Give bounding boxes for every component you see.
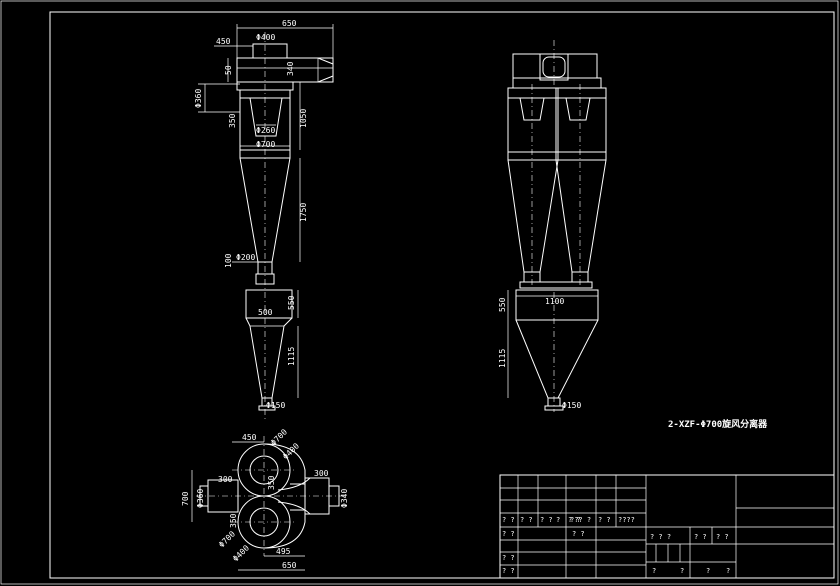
tb-r1-c2: ? ? [520, 516, 533, 524]
front-hopper-box [245, 289, 293, 319]
dim-plan-d700-top: Φ700 [269, 427, 289, 447]
tb-r2-c1: ? ? [502, 530, 515, 538]
dim-plan-d400-bottom: Φ400 [231, 543, 251, 563]
dim-550-side: 550 [498, 297, 507, 312]
dim-550-front: 550 [287, 295, 296, 310]
tb-rb-3: ? [706, 567, 710, 575]
plan-view: 450 Φ700 Φ400 300 300 700 Φ360 Φ340 350 … [181, 427, 349, 571]
dim-d360: Φ360 [194, 89, 203, 108]
front-view: 650 450 Φ400 50 340 Φ360 350 Φ260 1050 Φ… [194, 19, 334, 420]
tb-rb-4: ? [726, 567, 730, 575]
dim-650-top: 650 [282, 19, 297, 28]
tb-r1-c3: ? ? [540, 516, 553, 524]
dim-500: 500 [258, 308, 273, 317]
tb-r4-c1: ? ? [502, 567, 515, 575]
dim-d260: Φ260 [256, 126, 275, 135]
side-hopper-box [515, 289, 599, 321]
tb-r1-c6: ??? ? [570, 516, 591, 524]
side-hopper-cone [515, 319, 599, 399]
dim-plan-d340: Φ340 [340, 489, 349, 508]
dim-d200: Φ200 [236, 253, 255, 262]
dim-340: 340 [286, 61, 295, 76]
dim-plan-650: 650 [282, 561, 297, 570]
dim-plan-300-left: 300 [218, 475, 233, 484]
tb-rm-2: ? ? [694, 533, 707, 541]
tb-r2-c2: ? ? [572, 530, 585, 538]
front-hopper-cone [245, 317, 293, 399]
dim-plan-495: 495 [276, 547, 291, 556]
tb-rb-1: ? [652, 567, 656, 575]
tb-r1-c8: ???? [618, 516, 635, 524]
tb-r1-c5: ? ? [568, 516, 581, 524]
tb-r1-c7: ? ? [598, 516, 611, 524]
dim-1115-front: 1115 [287, 347, 296, 366]
dim-50: 50 [224, 65, 233, 75]
dim-plan-450: 450 [242, 433, 257, 442]
tb-r3-c1: ? ? [502, 554, 515, 562]
dim-d700: Φ700 [256, 140, 275, 149]
dim-plan-350-a: 350 [267, 475, 276, 490]
inner-border [49, 11, 835, 579]
dim-1050: 1050 [299, 109, 308, 128]
dim-d400: Φ400 [256, 33, 275, 42]
dim-d150-front: Φ150 [266, 401, 285, 410]
drawing-title: 2-XZF-Φ700旋风分离器 [668, 418, 768, 430]
dim-1100: 1100 [545, 297, 564, 306]
dim-plan-700: 700 [181, 491, 190, 506]
dim-d150-side: Φ150 [562, 401, 581, 410]
title-block: ? ? ? ? ? ? ? ? ? ??? ? ? ? ???? ? ? ? ?… [499, 474, 835, 579]
dim-plan-d400-top: Φ400 [281, 441, 301, 461]
tb-rm-3: ? ? [716, 533, 729, 541]
dim-1115-side: 1115 [498, 349, 507, 368]
dim-450: 450 [216, 37, 231, 46]
dim-350: 350 [228, 113, 237, 128]
tb-rm-1: ? ? ? [650, 533, 671, 541]
dim-plan-d700-bottom: Φ700 [217, 529, 237, 549]
tb-r1-c4: ? [556, 516, 560, 524]
tb-rb-2: ? [680, 567, 684, 575]
dim-100: 100 [224, 253, 233, 268]
side-view: 1100 550 1115 Φ150 [498, 40, 607, 412]
dim-1750: 1750 [299, 203, 308, 222]
dim-plan-350-b: 350 [229, 513, 238, 528]
front-outlet-pipe [252, 43, 288, 59]
dim-plan-300-right: 300 [314, 469, 329, 478]
tb-r1-c1: ? ? [502, 516, 515, 524]
dim-plan-d360: Φ360 [196, 489, 205, 508]
